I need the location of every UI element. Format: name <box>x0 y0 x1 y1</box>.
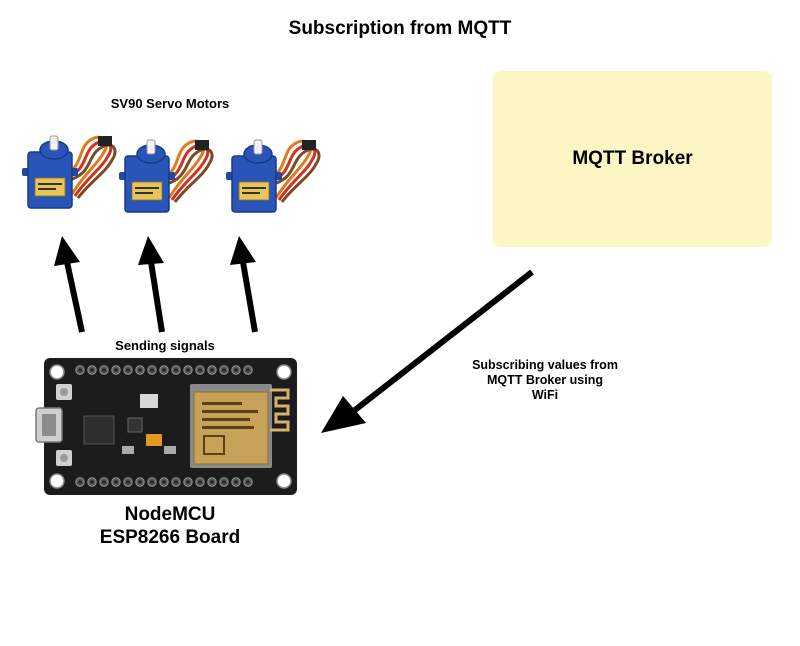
servo-motor-3-icon <box>224 138 321 214</box>
board-label: NodeMCU ESP8266 Board <box>40 503 300 549</box>
servo-motor-2-icon <box>117 138 214 214</box>
board-label-line-2: ESP8266 Board <box>99 527 241 548</box>
sending-signals-label: Sending signals <box>115 338 215 353</box>
subscribe-label: Subscribing values from MQTT Broker usin… <box>440 358 650 403</box>
signal-arrow-2 <box>138 236 165 333</box>
signal-arrow-3 <box>230 236 258 333</box>
signal-arrow-1 <box>54 236 85 333</box>
board-label-line-1: NodeMCU <box>124 504 216 525</box>
subscribe-label-line-3: WiFi <box>531 388 559 402</box>
diagram-title: Subscription from MQTT <box>288 18 512 39</box>
mqtt-broker-box: MQTT Broker <box>493 71 772 247</box>
mqtt-broker-label: MQTT Broker <box>572 148 693 169</box>
servo-heading: SV90 Servo Motors <box>110 96 230 111</box>
subscribe-arrow <box>321 269 534 433</box>
servo-motor-1-icon <box>20 134 117 210</box>
subscribe-label-line-1: Subscribing values from <box>472 358 618 372</box>
nodemcu-board-icon <box>35 358 297 495</box>
subscribe-label-line-2: MQTT Broker using <box>487 373 603 387</box>
